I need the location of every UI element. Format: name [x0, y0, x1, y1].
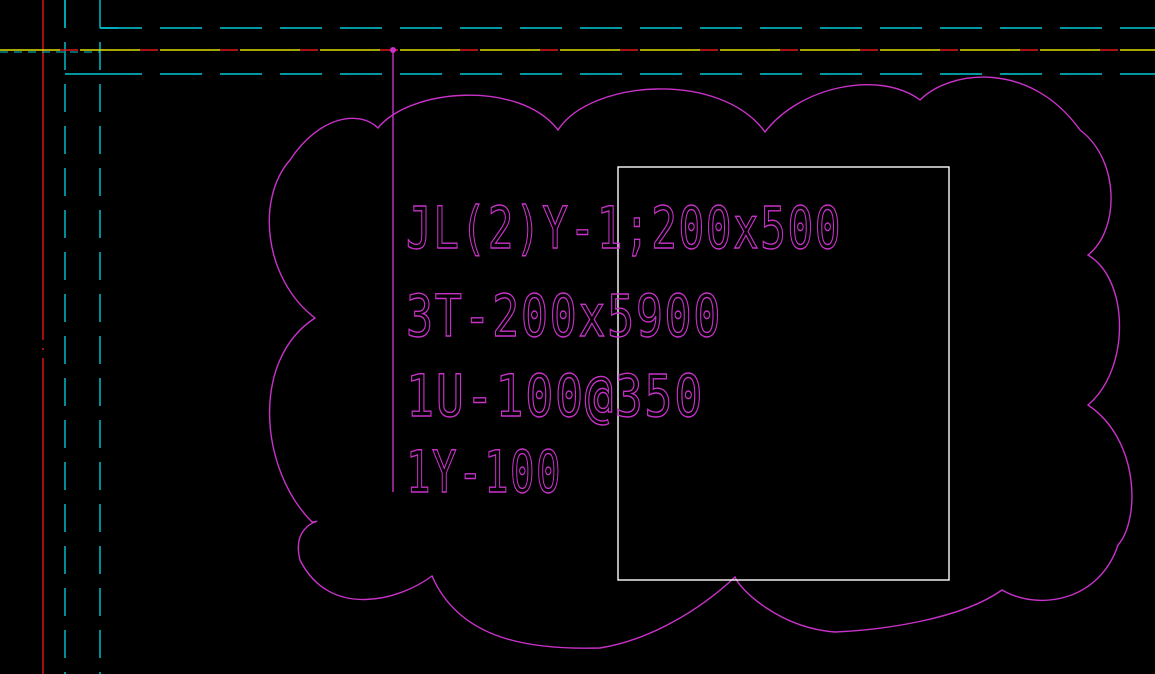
- annotation-line-2[interactable]: 3T-200x5900: [405, 281, 722, 350]
- revision-cloud[interactable]: [268, 76, 1133, 649]
- annotation-line-4[interactable]: 1Y-100: [405, 437, 562, 506]
- annotation-line-3[interactable]: 1U-100@350: [405, 361, 704, 430]
- column-box[interactable]: [617, 166, 950, 581]
- leader-grip[interactable]: [390, 47, 396, 53]
- annotation-line-1[interactable]: JL(2)Y-1;200x500: [405, 193, 842, 262]
